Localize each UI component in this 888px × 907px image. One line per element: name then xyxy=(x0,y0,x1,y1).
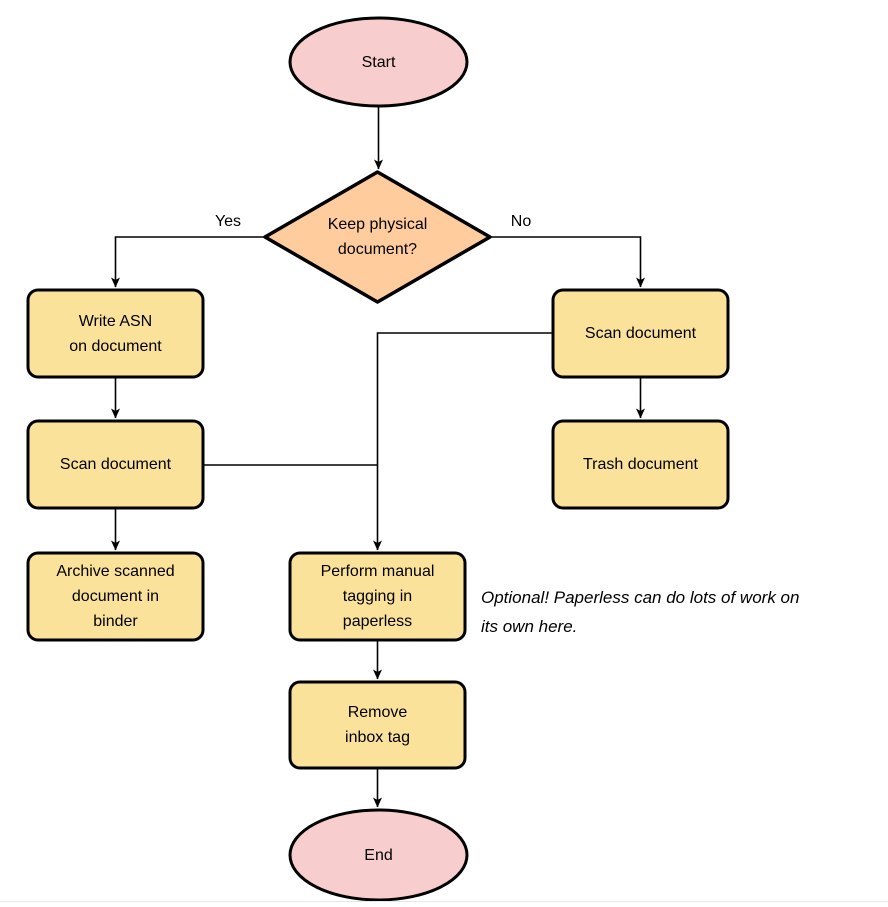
tagging-node-shape xyxy=(288,551,467,642)
scan-right-node-label: Scan document xyxy=(584,325,697,342)
archive-node-label: Archive scanned document in binder xyxy=(56,563,175,630)
write-asn-node-label: Write ASN on document xyxy=(69,312,162,355)
write-asn-node-shape xyxy=(26,288,205,379)
trash-node-label: Trash document xyxy=(582,456,698,473)
edge-decision-no-to-scan-right xyxy=(490,236,645,288)
tagging-node-label: Perform manual tagging in paperless xyxy=(320,563,435,630)
remove-inbox-node-label: Remove inbox tag xyxy=(345,704,410,746)
scan-left-node-label: Scan document xyxy=(59,456,172,473)
page-edge-line xyxy=(0,901,888,902)
end-node-label: End xyxy=(364,846,393,864)
trash-node-shape xyxy=(551,419,730,510)
optional-note: Optional! Paperless can do lots of work … xyxy=(481,588,800,636)
archive-node-shape xyxy=(26,551,205,642)
edge-decision-yes-to-write-asn xyxy=(111,236,265,288)
scan-right-node-shape xyxy=(551,288,730,379)
remove-inbox-node-shape xyxy=(288,680,467,770)
decision-node-label: Keep physical document? xyxy=(327,216,428,258)
end-node-shape xyxy=(288,808,469,902)
edge-label-no: No xyxy=(510,213,532,230)
edge-label-yes: Yes xyxy=(214,213,242,230)
start-node-label: Start xyxy=(361,53,396,71)
start-node-shape xyxy=(288,16,469,108)
scan-left-node-shape xyxy=(26,419,205,510)
edge-scan-right-to-tagging xyxy=(373,332,553,551)
decision-node-shape xyxy=(263,170,492,304)
